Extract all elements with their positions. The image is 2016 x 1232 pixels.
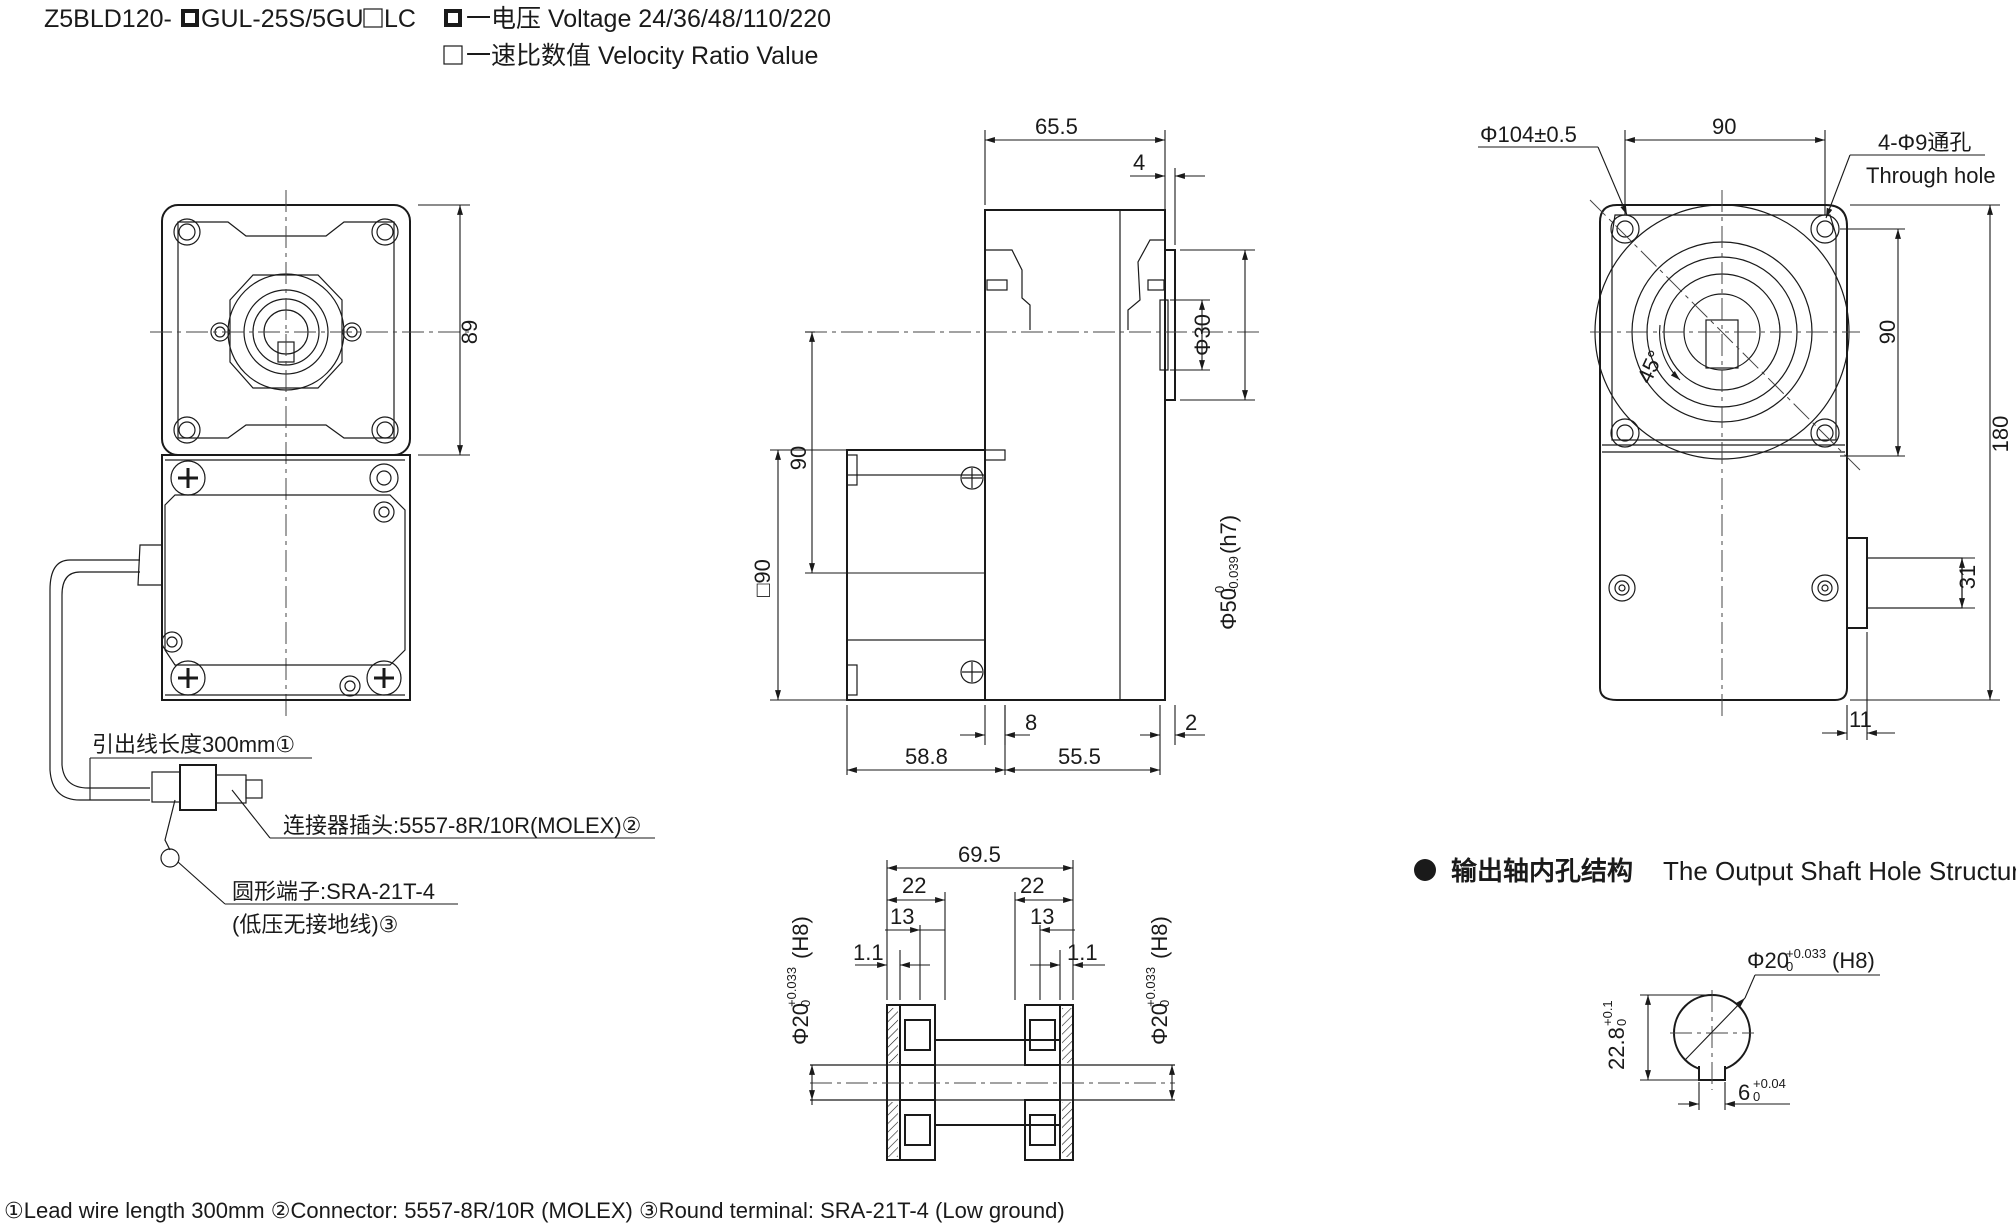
dim-phi50-tol-lower: -0.039 bbox=[1226, 556, 1241, 593]
section-phi20-left: Φ20 bbox=[788, 1003, 813, 1045]
shaft-phi20: Φ20 bbox=[1747, 948, 1789, 973]
shaft-hole-title-en: The Output Shaft Hole Structure bbox=[1663, 856, 2016, 886]
bullet-icon bbox=[1414, 859, 1436, 881]
dim-13-right: 13 bbox=[1030, 904, 1054, 929]
dim-180: 180 bbox=[1988, 416, 2013, 453]
ratio-legend: 一速比数值 Velocity Ratio Value bbox=[466, 42, 818, 70]
shaft-phi20-tol-lower: 0 bbox=[1786, 959, 1793, 974]
dim-22-8: 22.8 bbox=[1604, 1027, 1629, 1070]
dim-1-1-right: 1.1 bbox=[1067, 940, 1098, 965]
dim-phi104: Φ104±0.5 bbox=[1480, 122, 1577, 147]
shaft-phi20-fit: (H8) bbox=[1832, 948, 1875, 973]
section-phi20-left-tol-upper: +0.033 bbox=[784, 967, 799, 1007]
model-code-mid: GUL-25S/5GU bbox=[201, 5, 364, 33]
section-phi20-right-tol-upper: +0.033 bbox=[1143, 967, 1158, 1007]
dim-2: 2 bbox=[1185, 710, 1197, 735]
shaft-phi20-tol-upper: +0.033 bbox=[1786, 946, 1826, 961]
ratio-legend-symbol bbox=[443, 45, 463, 65]
dim-31: 31 bbox=[1955, 565, 1980, 589]
dim-phi30: Φ30 bbox=[1190, 314, 1215, 356]
dim-1-1-left: 1.1 bbox=[853, 940, 884, 965]
section-phi20-right: Φ20 bbox=[1147, 1003, 1172, 1045]
dim-8: 8 bbox=[1025, 710, 1037, 735]
section-phi20-left-fit: (H8) bbox=[788, 916, 813, 959]
dim-phi50-fit: (h7) bbox=[1216, 515, 1241, 554]
side-view: 65.5 4 Φ30 Φ50 0 -0.039 (h7) 90 □90 bbox=[750, 114, 1260, 775]
lead-wire-callout: 引出线长度300mm① bbox=[92, 732, 295, 757]
ratio-symbol bbox=[363, 8, 383, 28]
section-view: 69.5 22 22 13 13 1.1 1.1 Φ20 +0.033 0 (H… bbox=[784, 842, 1175, 1161]
footer-notes: ①Lead wire length 300mm ②Connector: 5557… bbox=[4, 1198, 1065, 1223]
dim-6-tol-lower: 0 bbox=[1753, 1089, 1760, 1104]
voltage-legend: 一电压 Voltage 24/36/48/110/220 bbox=[466, 5, 831, 33]
hole-count: 4-Φ9通孔 bbox=[1878, 130, 1971, 155]
dim-58-8: 58.8 bbox=[905, 744, 948, 769]
model-code-start: Z5BLD120- bbox=[44, 5, 172, 33]
dim-4: 4 bbox=[1133, 150, 1145, 175]
dim-89: 89 bbox=[457, 320, 482, 344]
front-view: 89 引出线长度300mm① 连接器插头:5557-8R/10R(MOLEX)②… bbox=[49, 190, 655, 937]
dim-90-vertical: 90 bbox=[786, 446, 811, 470]
shaft-hole-title-cn: 输出轴内孔结构 bbox=[1451, 856, 1633, 886]
through-hole-label: Through hole bbox=[1866, 163, 1996, 188]
dim-22-left: 22 bbox=[902, 873, 926, 898]
dim-90-right: 90 bbox=[1875, 320, 1900, 344]
section-phi20-left-tol-lower: 0 bbox=[798, 1000, 813, 1007]
dim-6-tol-upper: +0.04 bbox=[1753, 1076, 1786, 1091]
header: Z5BLD120- GUL-25S/5GU LC 一电压 Voltage 24/… bbox=[44, 5, 831, 70]
dim-6: 6 bbox=[1738, 1080, 1750, 1105]
section-phi20-right-tol-lower: 0 bbox=[1157, 1000, 1172, 1007]
dim-phi50: Φ50 bbox=[1216, 588, 1241, 630]
dim-22-8-tol-upper: +0.1 bbox=[1600, 1000, 1615, 1026]
shaft-hole-detail: 输出轴内孔结构 The Output Shaft Hole Structure … bbox=[1414, 856, 2016, 1110]
dim-22-8-tol-lower: 0 bbox=[1614, 1019, 1629, 1026]
dim-13-left: 13 bbox=[890, 904, 914, 929]
dim-90-top: 90 bbox=[1712, 114, 1736, 139]
section-phi20-right-fit: (H8) bbox=[1147, 916, 1172, 959]
terminal-callout-line2: (低压无接地线)③ bbox=[232, 912, 398, 937]
right-view: 45° Φ104±0.5 90 4-Φ9通孔 Through hole 90 1… bbox=[1478, 114, 2013, 740]
dim-square-90: □90 bbox=[750, 559, 775, 597]
dim-69-5: 69.5 bbox=[958, 842, 1001, 867]
terminal-callout-line1: 圆形端子:SRA-21T-4 bbox=[232, 879, 435, 904]
connector-callout: 连接器插头:5557-8R/10R(MOLEX)② bbox=[283, 813, 641, 838]
dim-22-right: 22 bbox=[1020, 873, 1044, 898]
dim-phi50-tol-upper: 0 bbox=[1212, 586, 1227, 593]
model-code-end: LC bbox=[384, 5, 416, 33]
dim-65-5: 65.5 bbox=[1035, 114, 1078, 139]
dim-55-5: 55.5 bbox=[1058, 744, 1101, 769]
dim-11: 11 bbox=[1849, 707, 1872, 732]
